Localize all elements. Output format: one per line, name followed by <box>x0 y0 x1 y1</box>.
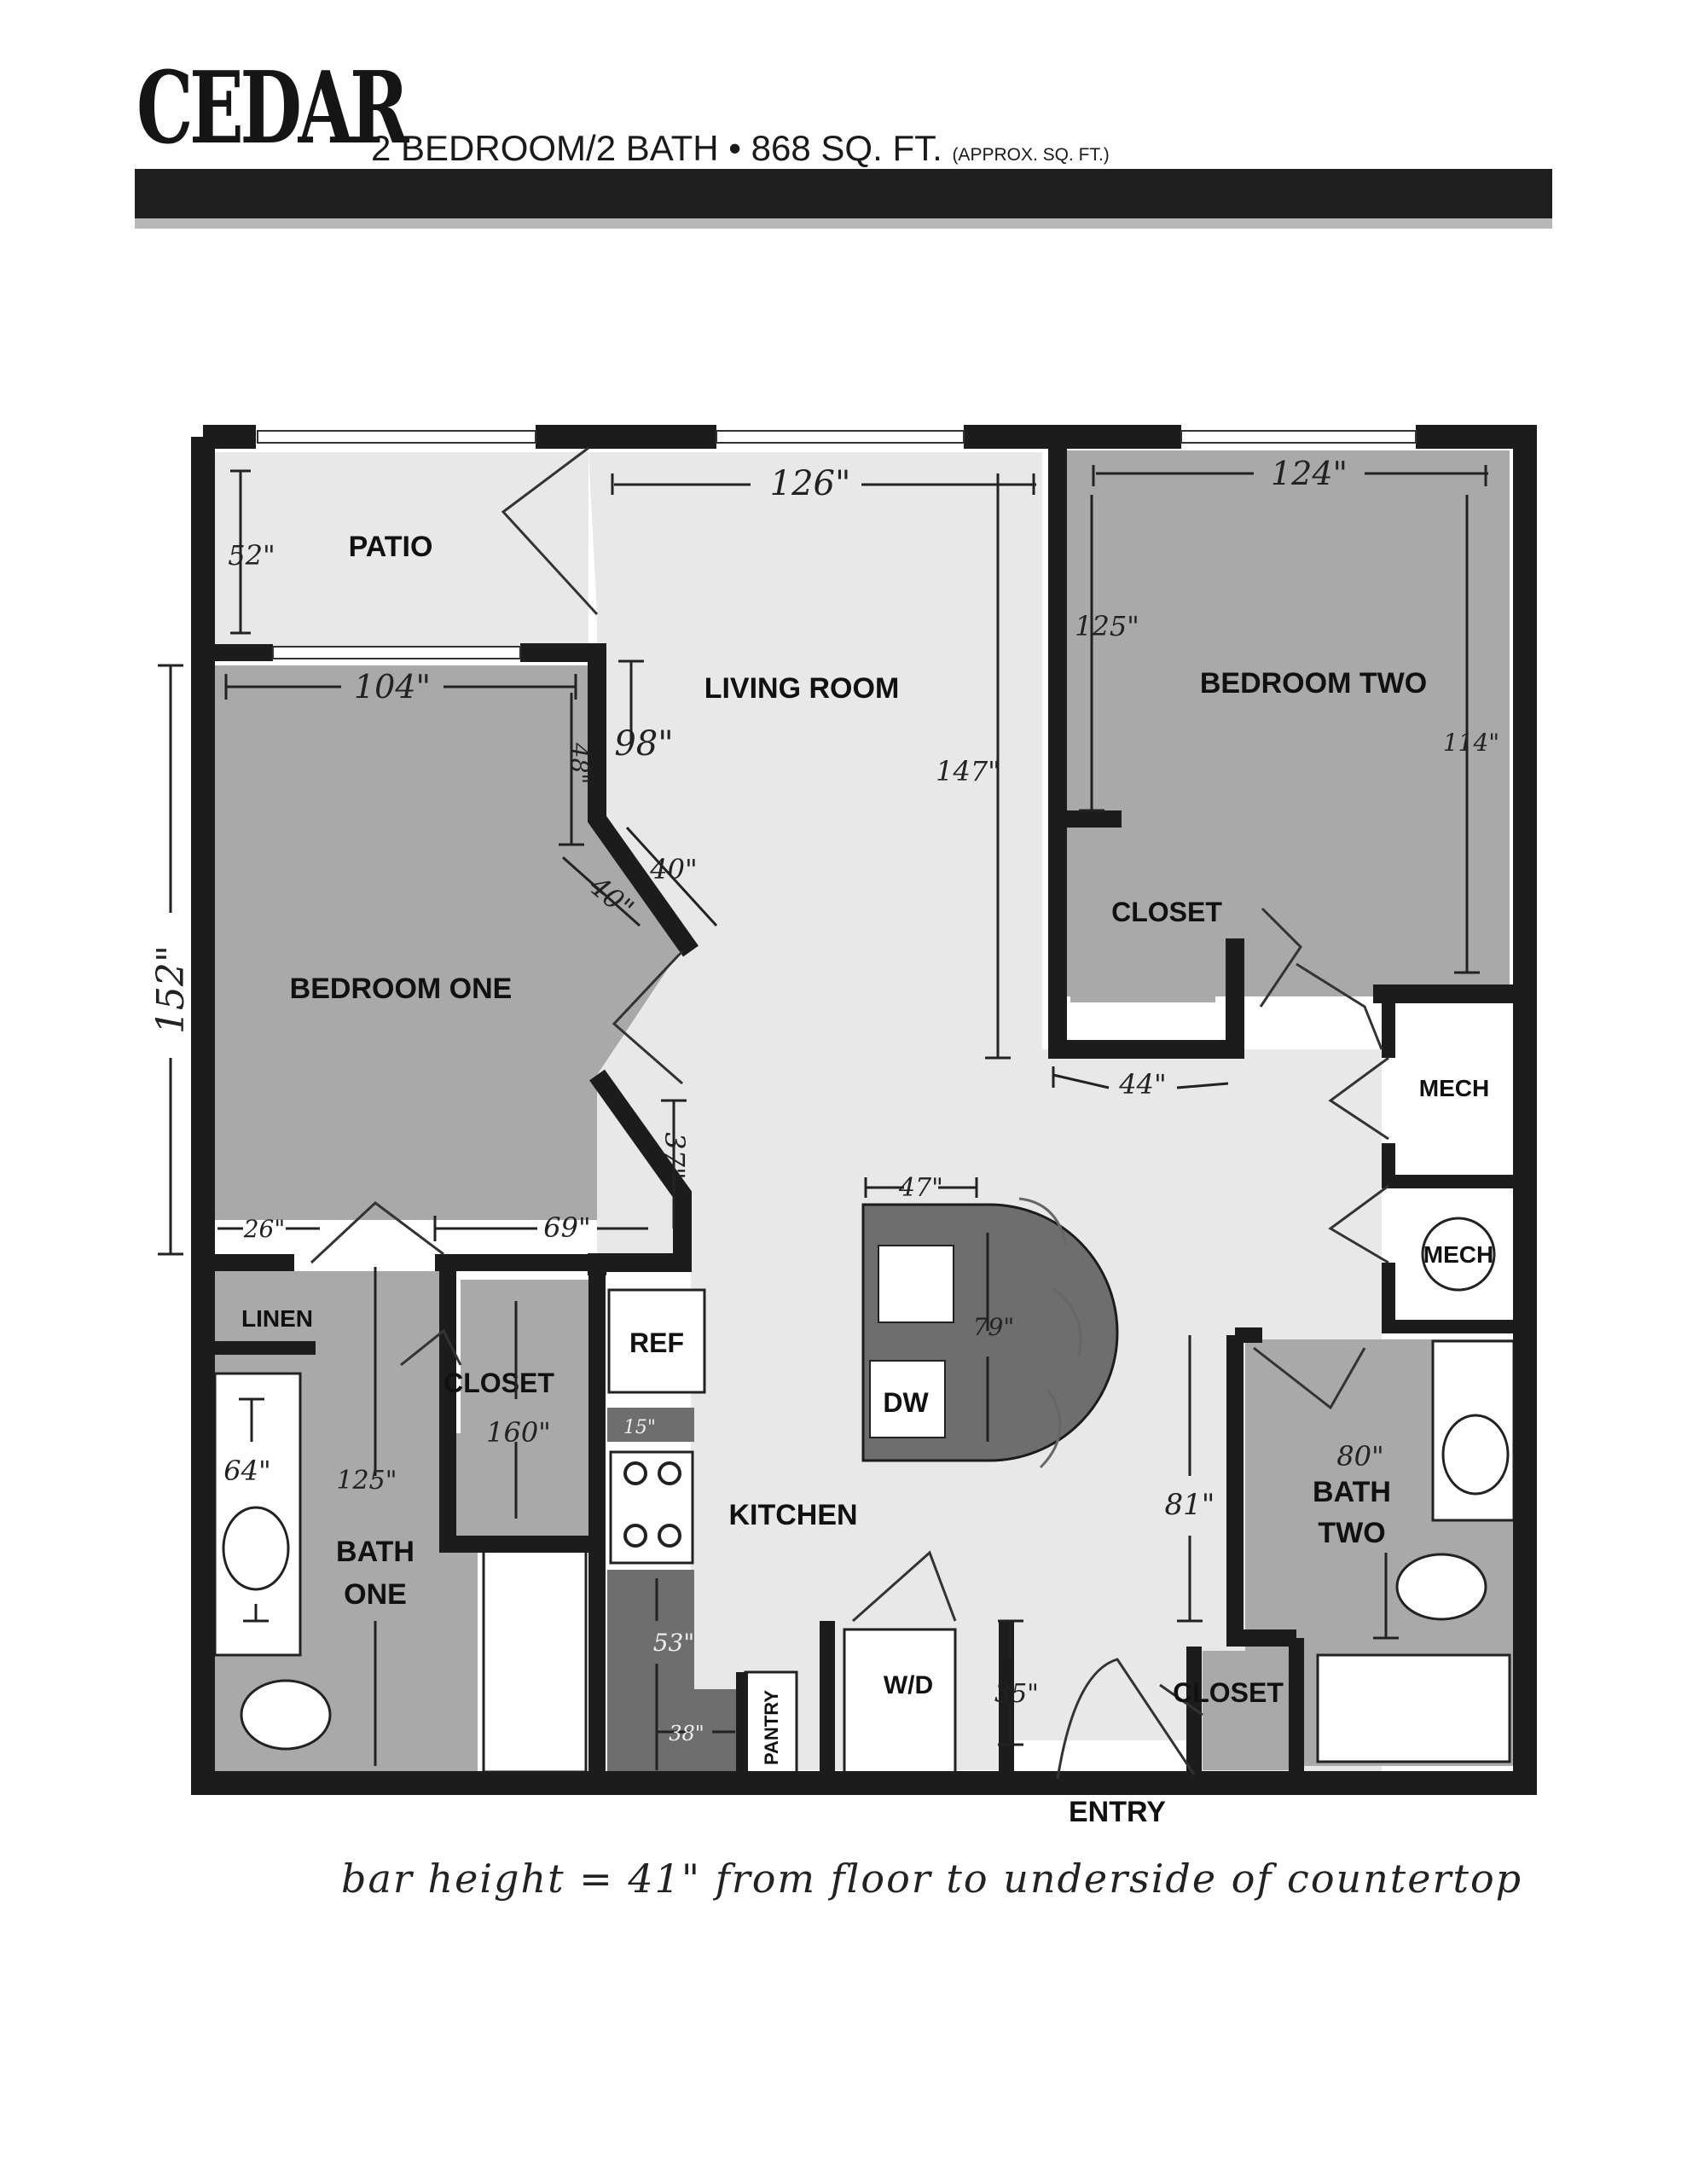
dimension-lines <box>158 465 1488 1770</box>
dim-vanity-64: 64" <box>223 1455 270 1487</box>
dim-bath-two-80: 80" <box>1336 1440 1383 1472</box>
dim-wall-69: 69" <box>543 1211 590 1244</box>
room-bath-one-b: ONE <box>344 1578 407 1611</box>
subtitle-approx: (APPROX. SQ. FT.) <box>952 145 1110 165</box>
walls <box>191 425 1537 1795</box>
window <box>716 430 965 444</box>
header-bar <box>135 169 1552 218</box>
dim-bath-one-125: 125" <box>336 1466 397 1496</box>
floor-closet-entry <box>1203 1651 1296 1770</box>
floor-bedroom-one <box>213 665 682 1220</box>
dim-patio-depth: 52" <box>228 539 275 572</box>
room-mech-2: MECH <box>1423 1241 1493 1268</box>
plan-subtitle: 2 BEDROOM/2 BATH • 868 SQ. FT. (APPROX. … <box>371 128 1110 169</box>
floor-closet-br2 <box>1070 832 1215 1002</box>
dim-bedroom-one-depth: 152" <box>149 945 193 1034</box>
room-wd: W/D <box>884 1671 933 1699</box>
bar-stool-1 <box>1018 1197 1068 1246</box>
dim-living-depth: 147" <box>936 755 1000 787</box>
doors <box>310 446 1389 1780</box>
dim-counter-38: 38" <box>669 1722 704 1745</box>
room-bath-one-a: BATH <box>336 1536 415 1568</box>
dim-living-width: 126" <box>770 464 851 503</box>
floor-living <box>588 452 1382 1774</box>
burner-icon <box>623 1461 647 1485</box>
fridge <box>607 1288 706 1394</box>
room-bedroom-two: BEDROOM TWO <box>1200 667 1427 700</box>
toilet-icon <box>240 1679 332 1751</box>
dim-wd-35: 35" <box>994 1679 1039 1709</box>
washer-dryer <box>843 1628 957 1776</box>
header-bar-shadow <box>135 218 1552 229</box>
island-dw <box>869 1360 946 1438</box>
room-entry: ENTRY <box>1069 1796 1166 1828</box>
mech-box-1 <box>1390 1045 1510 1143</box>
handwritten-note: bar height = 41" from floor to underside… <box>341 1856 1523 1902</box>
room-bath-two-a: BATH <box>1313 1476 1391 1508</box>
dim-counter-15: 15" <box>623 1417 656 1438</box>
floor-patio <box>203 452 588 647</box>
dim-bedroom-two-depth-b: 114" <box>1443 729 1499 757</box>
room-bedroom-one: BEDROOM ONE <box>290 973 513 1005</box>
room-bath-two-b: TWO <box>1318 1517 1385 1549</box>
burner-icon <box>658 1461 681 1485</box>
burner-icon <box>623 1524 647 1548</box>
room-patio: PATIO <box>349 531 433 563</box>
floor-closet-br1 <box>461 1280 588 1544</box>
room-closet-entry: CLOSET <box>1173 1677 1284 1708</box>
window <box>257 430 536 444</box>
bar-stool-2 <box>1052 1287 1082 1357</box>
mech-circle <box>1421 1217 1496 1292</box>
island-sink <box>878 1245 954 1323</box>
dim-wall-40-a: 40" <box>649 853 697 886</box>
dim-wall-48: 48" <box>565 742 594 785</box>
dim-closet-160: 160" <box>486 1416 551 1449</box>
room-closet-br2: CLOSET <box>1111 897 1222 927</box>
dim-counter-53: 53" <box>653 1629 695 1657</box>
window <box>272 646 521 659</box>
dim-bedroom-one-width: 104" <box>354 668 431 706</box>
room-ref: REF <box>629 1327 684 1358</box>
toilet-icon <box>1395 1553 1487 1621</box>
room-mech-1: MECH <box>1419 1075 1489 1101</box>
sink-icon <box>1441 1414 1510 1496</box>
room-dw: DW <box>883 1387 929 1418</box>
plan-header: CEDAR 2 BEDROOM/2 BATH • 868 SQ. FT. (AP… <box>136 53 1552 181</box>
tub-bath-one <box>482 1547 588 1774</box>
room-closet-br1: CLOSET <box>443 1368 554 1398</box>
dimension-labels: 52" 126" 124" 125" 114" 104" 152" 48" 98… <box>149 455 1499 1745</box>
dim-wall-26: 26" <box>243 1215 286 1243</box>
subtitle-main: 2 BEDROOM/2 BATH • 868 SQ. FT. <box>371 128 942 168</box>
room-linen: LINEN <box>241 1305 313 1332</box>
dim-wall-37: 37" <box>658 1132 691 1179</box>
window <box>1180 430 1417 444</box>
dim-closet-44: 44" <box>1118 1068 1166 1101</box>
dim-island-47: 47" <box>898 1173 943 1203</box>
tub-bath-two <box>1316 1653 1511 1763</box>
room-kitchen: KITCHEN <box>728 1499 857 1531</box>
counter-15 <box>607 1408 694 1442</box>
bar-stool-3 <box>1039 1390 1062 1469</box>
dim-wall-98: 98" <box>614 724 673 764</box>
counter-53-38 <box>607 1570 742 1774</box>
dim-bath-two-81: 81" <box>1165 1488 1215 1522</box>
dim-bedroom-two-width: 124" <box>1271 455 1348 492</box>
plan-title: CEDAR <box>136 50 409 166</box>
sink-icon <box>222 1506 290 1591</box>
dim-bedroom-two-depth-a: 125" <box>1075 610 1139 642</box>
room-living: LIVING ROOM <box>704 672 900 705</box>
burner-icon <box>658 1524 681 1548</box>
dim-island-79: 79" <box>973 1313 1015 1341</box>
room-pantry: PANTRY <box>761 1690 782 1765</box>
